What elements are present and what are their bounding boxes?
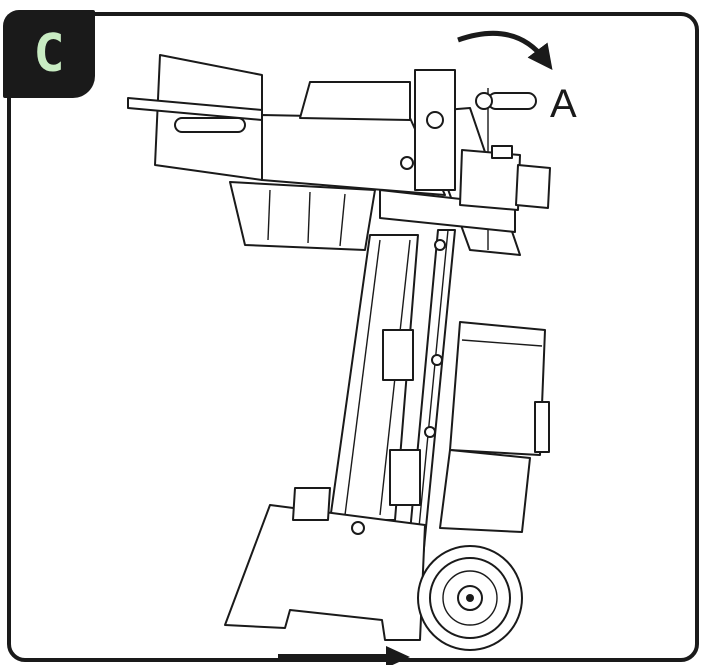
bolt-icon <box>431 354 443 366</box>
wheel <box>417 545 523 651</box>
rotation-arrow-icon <box>457 30 553 70</box>
base-frame <box>224 487 426 641</box>
bolt-icon <box>424 426 436 438</box>
top-table <box>127 54 516 251</box>
machine-column <box>329 234 419 521</box>
push-arrow-icon <box>278 646 410 665</box>
valve-block <box>459 145 551 211</box>
bolt-icon <box>434 239 446 251</box>
motor-unit <box>382 321 550 533</box>
callout-label-a: A <box>550 82 577 126</box>
step-letter: C <box>33 24 65 84</box>
step-badge: C <box>3 10 95 98</box>
